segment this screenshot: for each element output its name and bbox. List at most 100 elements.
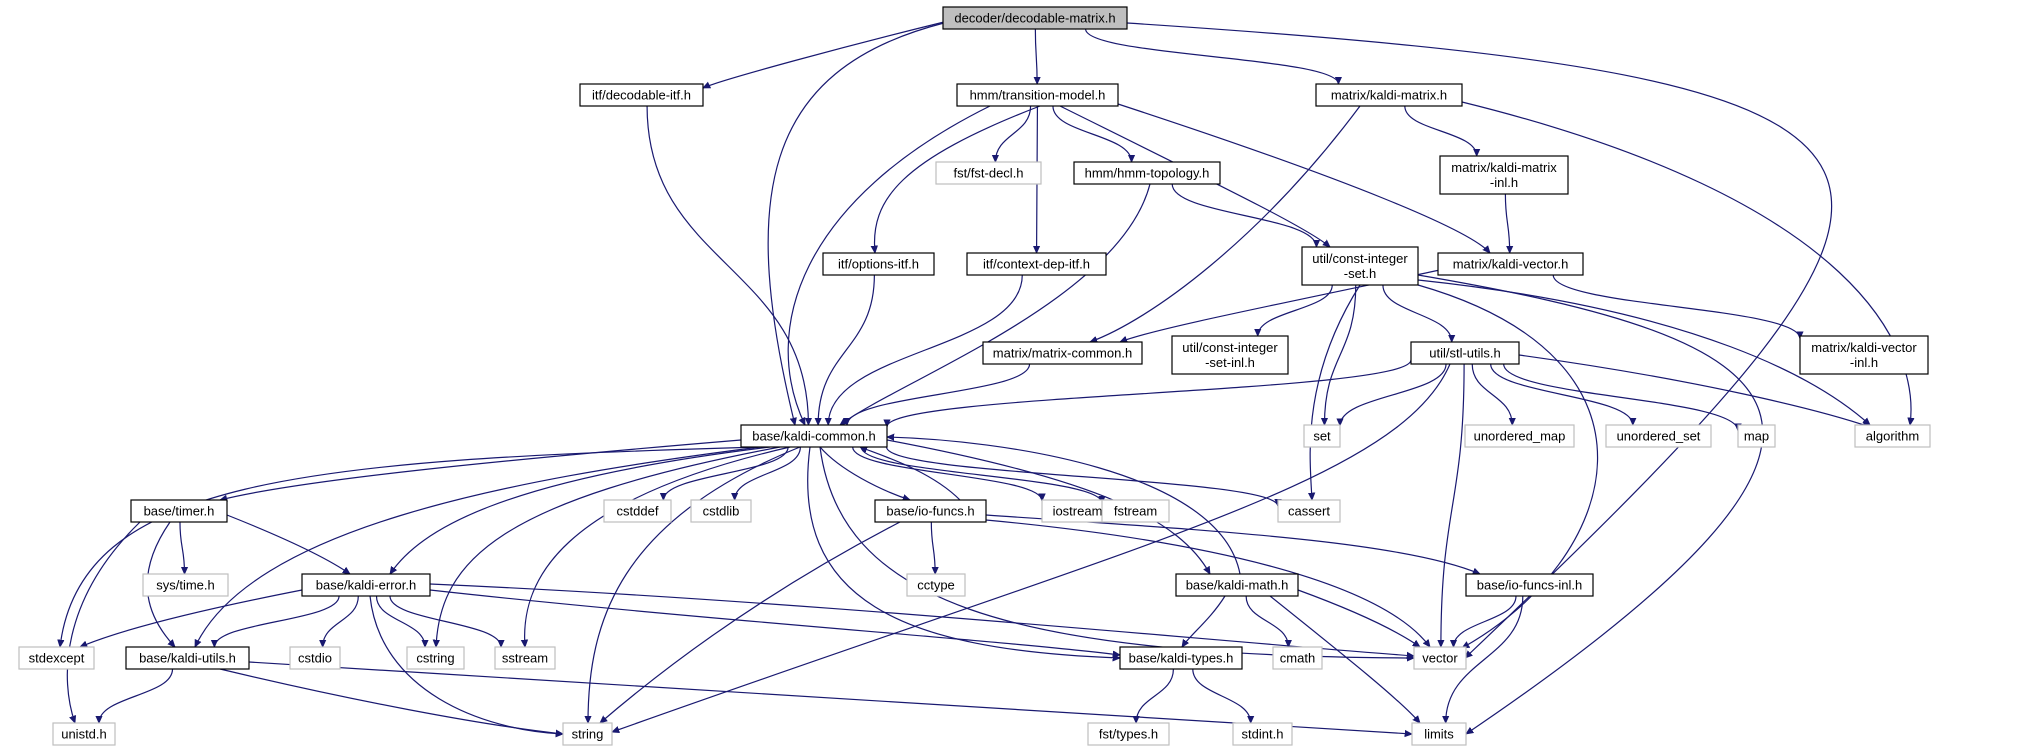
node-box [982, 341, 1143, 365]
node-cmath: cmath [1272, 646, 1323, 670]
node-label: base/timer.h [144, 504, 215, 519]
node-box [1101, 499, 1170, 523]
node-kaldi-common[interactable]: base/kaldi-common.h [740, 424, 888, 448]
node-label: vector [1422, 651, 1458, 666]
node-kaldi-types[interactable]: base/kaldi-types.h [1119, 646, 1243, 670]
edge-kaldi-matrix-inl-to-kaldi-vector [1504, 193, 1509, 253]
node-label: itf/options-itf.h [838, 257, 919, 272]
node-box [1073, 161, 1221, 185]
node-kaldi-math[interactable]: base/kaldi-math.h [1175, 573, 1299, 597]
node-map: map [1737, 424, 1776, 448]
node-label: -inl.h [1850, 355, 1878, 370]
node-box [18, 646, 95, 670]
node-vector: vector [1413, 646, 1467, 670]
node-box [1303, 424, 1341, 448]
edge-kaldi-common-to-cstdlib [735, 446, 801, 500]
node-label: -set.h [1344, 266, 1377, 281]
node-decodable-itf[interactable]: itf/decodable-itf.h [579, 83, 704, 107]
edge-kaldi-common-to-cassert [886, 446, 1278, 506]
node-box [125, 646, 250, 670]
node-kaldi-vector-inl[interactable]: matrix/kaldi-vector-inl.h [1799, 335, 1929, 375]
node-hmm-topology[interactable]: hmm/hmm-topology.h [1073, 161, 1221, 185]
edge-kaldi-common-to-sstream [525, 446, 791, 647]
edge-kaldi-matrix-to-algorithm [1461, 101, 1911, 425]
node-box [874, 499, 987, 523]
node-stl-utils[interactable]: util/stl-utils.h [1410, 341, 1520, 365]
edge-kaldi-types-to-fst-types [1136, 668, 1174, 723]
node-label: -inl.h [1490, 175, 1518, 190]
edge-kaldi-common-to-cstring [436, 446, 781, 647]
node-box [603, 499, 672, 523]
node-label: fst/types.h [1099, 727, 1158, 742]
edge-io-funcs-inl-to-vector [1453, 595, 1517, 647]
edge-hmm-topology-to-const-integer-set [1171, 183, 1316, 247]
node-const-integer-set-inl[interactable]: util/const-integer-set-inl.h [1171, 335, 1289, 375]
node-set: set [1303, 424, 1341, 448]
node-const-integer-set[interactable]: util/const-integer-set.h [1301, 246, 1419, 286]
edge-const-integer-set-to-const-integer-set-inl [1258, 284, 1333, 336]
edge-kaldi-vector-to-kaldi-vector-inl [1552, 274, 1800, 339]
node-label: -set-inl.h [1205, 355, 1255, 370]
node-transition-model[interactable]: hmm/transition-model.h [956, 83, 1119, 107]
node-algorithm: algorithm [1854, 424, 1931, 448]
edge-kaldi-error-to-sstream [389, 595, 501, 647]
edge-stl-utils-to-unordered-set [1490, 363, 1633, 425]
node-box [1272, 646, 1323, 670]
node-label: map [1744, 429, 1769, 444]
node-box [494, 646, 556, 670]
edge-kaldi-error-to-cstring [375, 595, 425, 647]
node-io-funcs[interactable]: base/io-funcs.h [874, 499, 987, 523]
edge-decodable-itf-to-kaldi-common [646, 105, 808, 425]
edge-const-integer-set-to-limits [1417, 274, 1764, 734]
node-options-itf[interactable]: itf/options-itf.h [822, 252, 935, 276]
edge-io-funcs-to-kaldi-common [860, 447, 961, 501]
node-box [1411, 722, 1467, 746]
node-box [1119, 646, 1243, 670]
edge-kaldi-common-to-cstddef [663, 446, 789, 500]
node-sys-time: sys/time.h [142, 573, 229, 597]
edge-io-funcs-to-io-funcs-inl [985, 514, 1480, 575]
node-kaldi-error[interactable]: base/kaldi-error.h [301, 573, 431, 597]
edge-kaldi-math-to-kaldi-common [887, 437, 1241, 575]
node-fst-types: fst/types.h [1087, 722, 1170, 746]
node-box [1413, 646, 1467, 670]
node-label: set [1313, 429, 1331, 444]
node-label: unordered_set [1617, 429, 1701, 444]
edge-kaldi-math-to-limits [1269, 595, 1420, 723]
node-label: base/kaldi-utils.h [139, 651, 236, 666]
node-label: stdint.h [1242, 727, 1284, 742]
node-label: hmm/hmm-topology.h [1085, 166, 1210, 181]
node-fst-decl: fst/fst-decl.h [935, 161, 1042, 185]
edge-io-funcs-to-cctype [930, 521, 935, 574]
edge-kaldi-common-to-kaldi-error [390, 446, 771, 574]
node-decodable-matrix[interactable]: decoder/decodable-matrix.h [942, 6, 1128, 30]
node-label: cstring [416, 651, 454, 666]
edge-hmm-topology-to-kaldi-common [840, 183, 1151, 425]
node-box [822, 252, 935, 276]
edge-decodable-matrix-to-vector [1126, 22, 1833, 658]
edge-stl-utils-to-string [612, 363, 1451, 732]
node-kaldi-matrix-inl[interactable]: matrix/kaldi-matrix-inl.h [1439, 155, 1569, 195]
node-timer[interactable]: base/timer.h [130, 499, 228, 523]
nodes-layer: decoder/decodable-matrix.h itf/decodable-… [18, 6, 1931, 746]
node-label: itf/context-dep-itf.h [983, 257, 1090, 272]
edge-io-funcs-to-vector [985, 519, 1430, 647]
node-label: base/kaldi-common.h [752, 429, 876, 444]
node-label: matrix/kaldi-matrix [1451, 160, 1557, 175]
node-label: unistd.h [61, 727, 107, 742]
node-box [690, 499, 752, 523]
node-kaldi-vector[interactable]: matrix/kaldi-vector.h [1437, 252, 1584, 276]
edge-matrix-common-to-kaldi-common [847, 363, 1031, 425]
node-label: hmm/transition-model.h [970, 88, 1106, 103]
edge-kaldi-error-to-cstdio [323, 595, 359, 647]
node-io-funcs-inl[interactable]: base/io-funcs-inl.h [1465, 573, 1594, 597]
node-context-dep-itf[interactable]: itf/context-dep-itf.h [966, 252, 1107, 276]
node-box [1232, 722, 1293, 746]
node-label: fst/fst-decl.h [953, 166, 1023, 181]
node-kaldi-matrix[interactable]: matrix/kaldi-matrix.h [1315, 83, 1463, 107]
node-label: fstream [1114, 504, 1157, 519]
node-kaldi-utils[interactable]: base/kaldi-utils.h [125, 646, 250, 670]
node-label: util/const-integer [1312, 251, 1408, 266]
node-matrix-common[interactable]: matrix/matrix-common.h [982, 341, 1143, 365]
edge-kaldi-common-to-string [588, 446, 801, 723]
